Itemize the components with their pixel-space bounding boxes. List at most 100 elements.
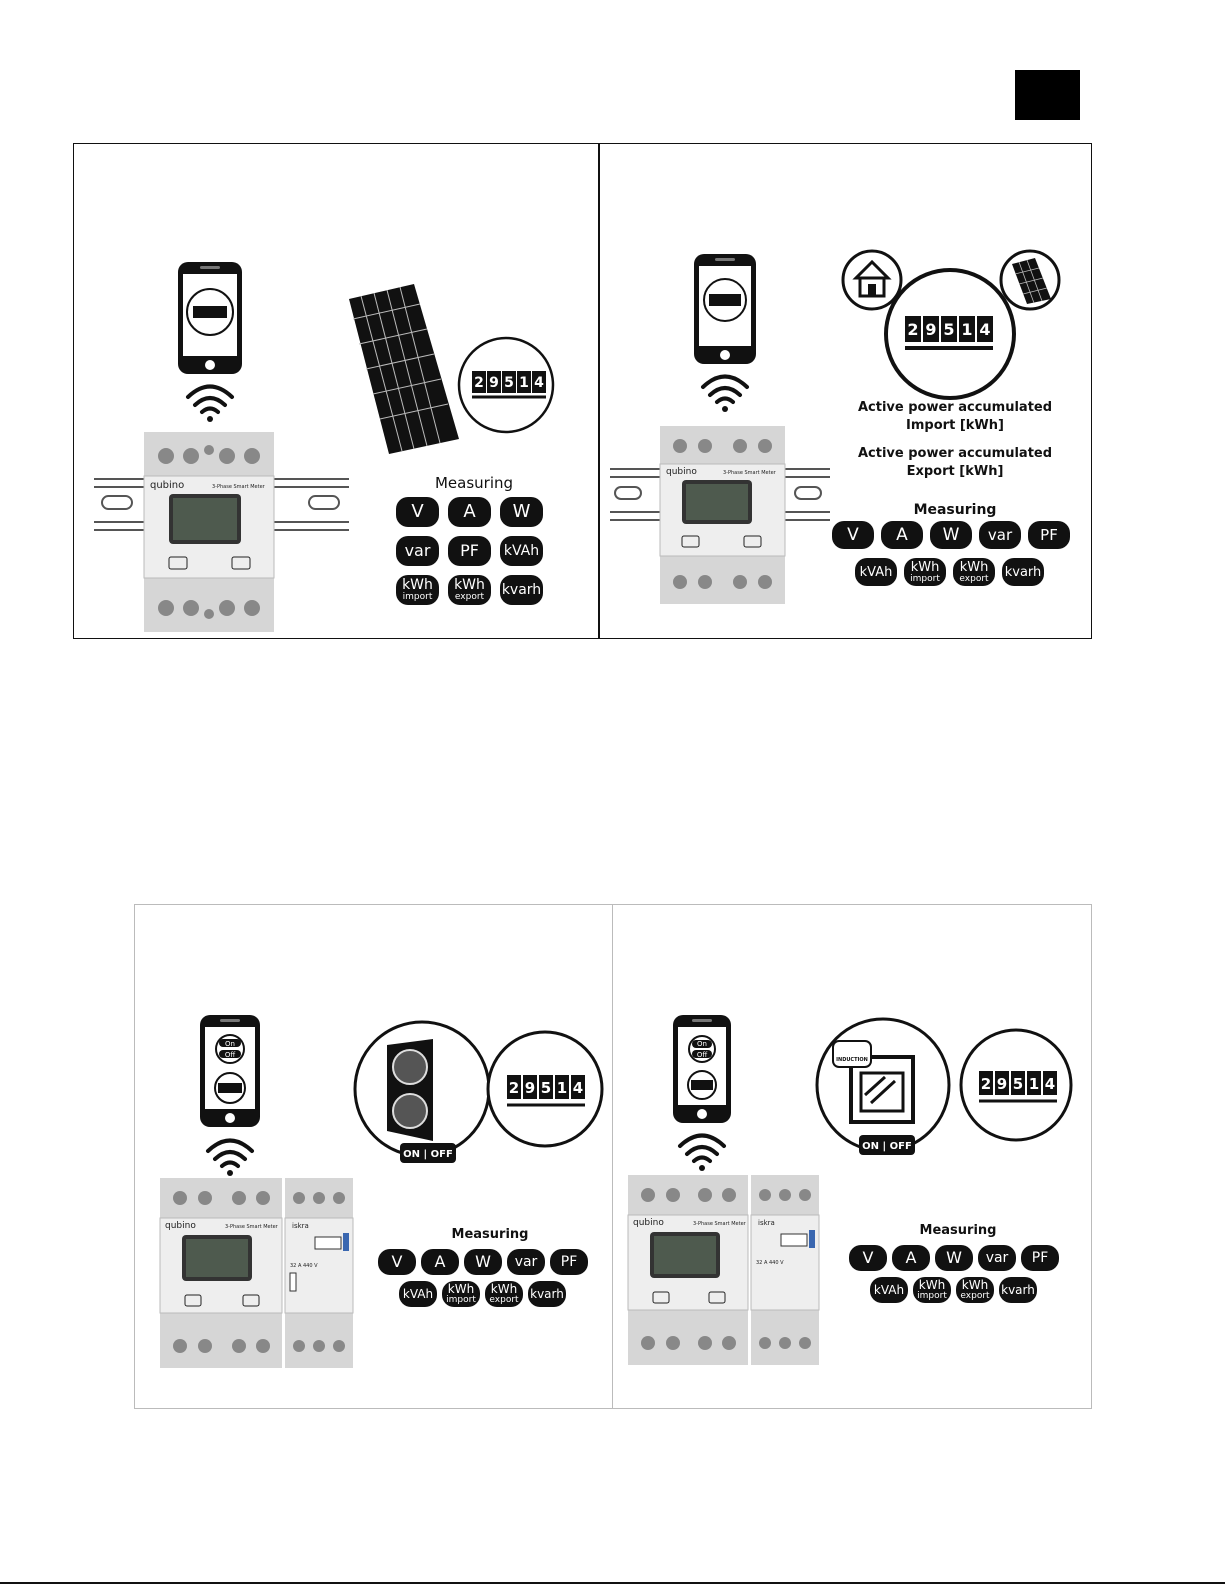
counter-digit: 1 (557, 1079, 567, 1097)
unit-badge: var (978, 1245, 1016, 1271)
counter-digit: 5 (943, 320, 954, 339)
measuring-label: Measuring (919, 1223, 997, 1238)
counter-digit: 5 (1013, 1075, 1023, 1093)
unit-badge: kVAh (870, 1277, 908, 1303)
appliance-switch-text: ON | OFF (862, 1141, 912, 1152)
smartphone-icon (673, 1015, 731, 1123)
import-export-illustration: qubino 3-Phase Smart Meter 2 9 5 1 4 (610, 249, 1061, 604)
unit-sub: export (489, 1295, 519, 1305)
counter-digit: 2 (474, 375, 484, 391)
illustration-row-bottom: On Off ON | OFF (134, 904, 1092, 1409)
page-bottom-rule (0, 1582, 1225, 1584)
unit-main: kvarh (1001, 1283, 1035, 1297)
smart-meter-device (659, 426, 786, 604)
unit-sub: export (454, 592, 485, 602)
smart-meter-device (159, 1178, 283, 1368)
counter-digit: 1 (1029, 1075, 1039, 1093)
contactor-relay-device (750, 1175, 820, 1365)
counter-digit: 4 (1045, 1075, 1055, 1093)
meter-model-text: 3-Phase Smart Meter (723, 470, 777, 476)
counter-digit: 2 (981, 1075, 991, 1093)
smartphone-icon (178, 262, 242, 374)
measuring-label: Measuring (434, 474, 514, 492)
unit-badge: kvarh (500, 575, 543, 605)
export-desc-line: Export [kWh] (906, 464, 1004, 479)
unit-main: kWh (959, 559, 989, 575)
meter-model-text: 3-Phase Smart Meter (212, 484, 266, 490)
import-description: Active power accumulated Import [kWh] (840, 399, 1070, 435)
unit-main: kvarh (501, 582, 542, 598)
unit-main: A (905, 1248, 917, 1267)
wifi-icon (678, 1133, 726, 1171)
energy-counter-icon (959, 1028, 1073, 1142)
unit-main: A (463, 501, 476, 522)
panel-import-export: qubino 3-Phase Smart Meter 2 9 5 1 4 (600, 144, 1093, 638)
relay-rating-text: 32 A 440 V (290, 1263, 318, 1269)
unit-main: kWh (402, 577, 433, 593)
toggle-off-text: Off (697, 1051, 708, 1059)
measuring-label: Measuring (451, 1227, 529, 1242)
unit-badge: A (892, 1245, 930, 1271)
counter-digit: 1 (519, 375, 529, 391)
counter-digit: 9 (925, 320, 936, 339)
energy-counter-icon (884, 268, 1016, 400)
heat-pump-illustration: On Off ON | OFF (159, 1015, 604, 1368)
unit-main: PF (1031, 1250, 1049, 1266)
wifi-icon (701, 374, 749, 412)
unit-badge: PF (1028, 521, 1070, 549)
counter-digit: 9 (525, 1079, 535, 1097)
unit-main: kVAh (859, 564, 893, 580)
induction-illustration: On Off INDUCTION ON | OFF (627, 1015, 1073, 1365)
counter-digit: 5 (504, 375, 514, 391)
unit-badge: kVAh (500, 536, 543, 566)
unit-main: A (896, 524, 908, 545)
import-desc-line: Import [kWh] (906, 418, 1004, 433)
unit-badge: kvarh (528, 1281, 566, 1307)
unit-badge: W (500, 497, 543, 527)
unit-badge: W (464, 1249, 502, 1275)
panel-heat-pump-control: On Off ON | OFF (135, 905, 612, 1408)
unit-main: PF (1040, 525, 1058, 544)
unit-main: kVAh (503, 543, 540, 559)
unit-main: V (411, 501, 424, 522)
unit-badge: kVAh (855, 558, 897, 586)
appliance-switch-text: ON | OFF (403, 1149, 453, 1160)
unit-sub: import (910, 573, 940, 584)
unit-badge: PF (448, 536, 491, 566)
unit-badge: PF (550, 1249, 588, 1275)
smartphone-icon (200, 1015, 260, 1127)
unit-main: kVAh (873, 1283, 905, 1297)
unit-main: W (475, 1252, 491, 1271)
unit-sub: export (959, 573, 989, 584)
smart-meter-device (143, 432, 275, 632)
unit-main: V (847, 524, 859, 545)
unit-main: var (985, 1250, 1009, 1266)
unit-main: kWh (447, 1282, 475, 1296)
unit-sub: export (960, 1291, 990, 1301)
unit-main: V (391, 1252, 403, 1271)
unit-main: kWh (910, 559, 940, 575)
unit-badge: kvarh (999, 1277, 1037, 1303)
wifi-icon (186, 384, 234, 422)
unit-main: var (514, 1254, 538, 1270)
unit-badge: PF (1021, 1245, 1059, 1271)
smart-meter-device (627, 1175, 749, 1365)
unit-main: W (946, 1248, 962, 1267)
toggle-on-text: On (697, 1040, 707, 1048)
wifi-icon (206, 1138, 254, 1176)
relay-brand-text: iskra (758, 1219, 775, 1227)
panel-solar-measuring: qubino 3-Phase Smart Meter (74, 144, 598, 638)
meter-brand-text: qubino (633, 1218, 664, 1228)
counter-digit: 1 (961, 320, 972, 339)
induction-oven-icon (815, 1017, 951, 1155)
unit-badge: var (979, 521, 1021, 549)
unit-main: V (862, 1248, 874, 1267)
relay-rating-text: 32 A 440 V (756, 1260, 784, 1266)
unit-main: kVAh (402, 1287, 434, 1301)
counter-digit: 9 (997, 1075, 1007, 1093)
unit-main: PF (560, 1254, 578, 1270)
unit-badge: A (881, 521, 923, 549)
